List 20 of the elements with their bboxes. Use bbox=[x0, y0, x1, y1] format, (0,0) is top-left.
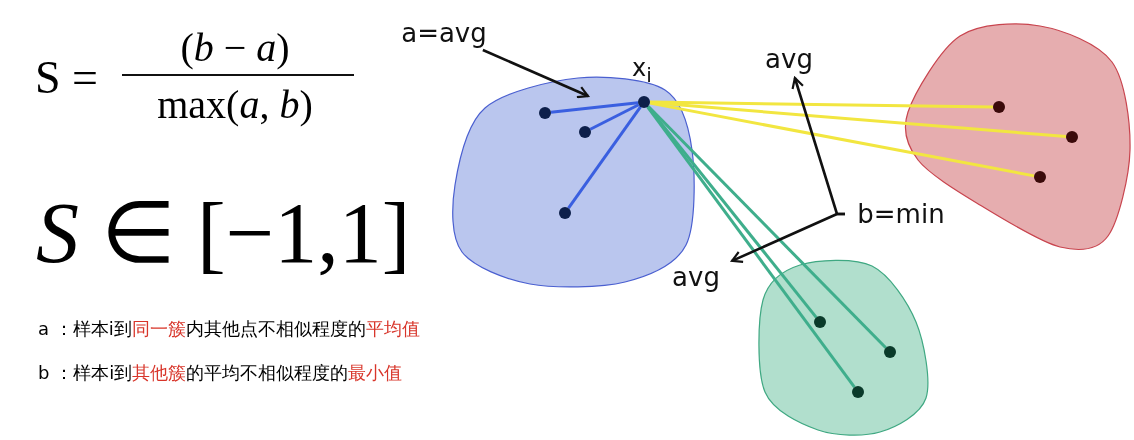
distance-line bbox=[649, 101, 1035, 178]
formula-text: S ∈ [−1,1] bbox=[36, 190, 411, 276]
arrow bbox=[730, 212, 845, 263]
point-label: x$_{i}$ bbox=[632, 56, 652, 85]
note-text: a ：样本i到同一簇内其他点不相似程度的平均值 bbox=[38, 320, 420, 338]
annotation-text: avg bbox=[754, 40, 824, 78]
distance-line bbox=[550, 101, 639, 114]
cluster-region bbox=[758, 259, 929, 436]
annotation-text: avg bbox=[660, 258, 732, 296]
formula-text: S = bbox=[35, 55, 99, 101]
formula-text: max(a, b) bbox=[156, 85, 314, 125]
arrow bbox=[482, 48, 590, 99]
distance-line bbox=[589, 103, 640, 131]
formula-text: (b − a) bbox=[179, 28, 291, 68]
annotation-text: b=min bbox=[845, 196, 957, 232]
distance-line bbox=[646, 105, 856, 389]
distance-line bbox=[567, 106, 642, 209]
note-text: b ：样本i到其他簇的平均不相似程度的最小值 bbox=[38, 364, 403, 382]
distance-line bbox=[647, 105, 887, 349]
annotation-text: a=avg bbox=[388, 16, 500, 50]
